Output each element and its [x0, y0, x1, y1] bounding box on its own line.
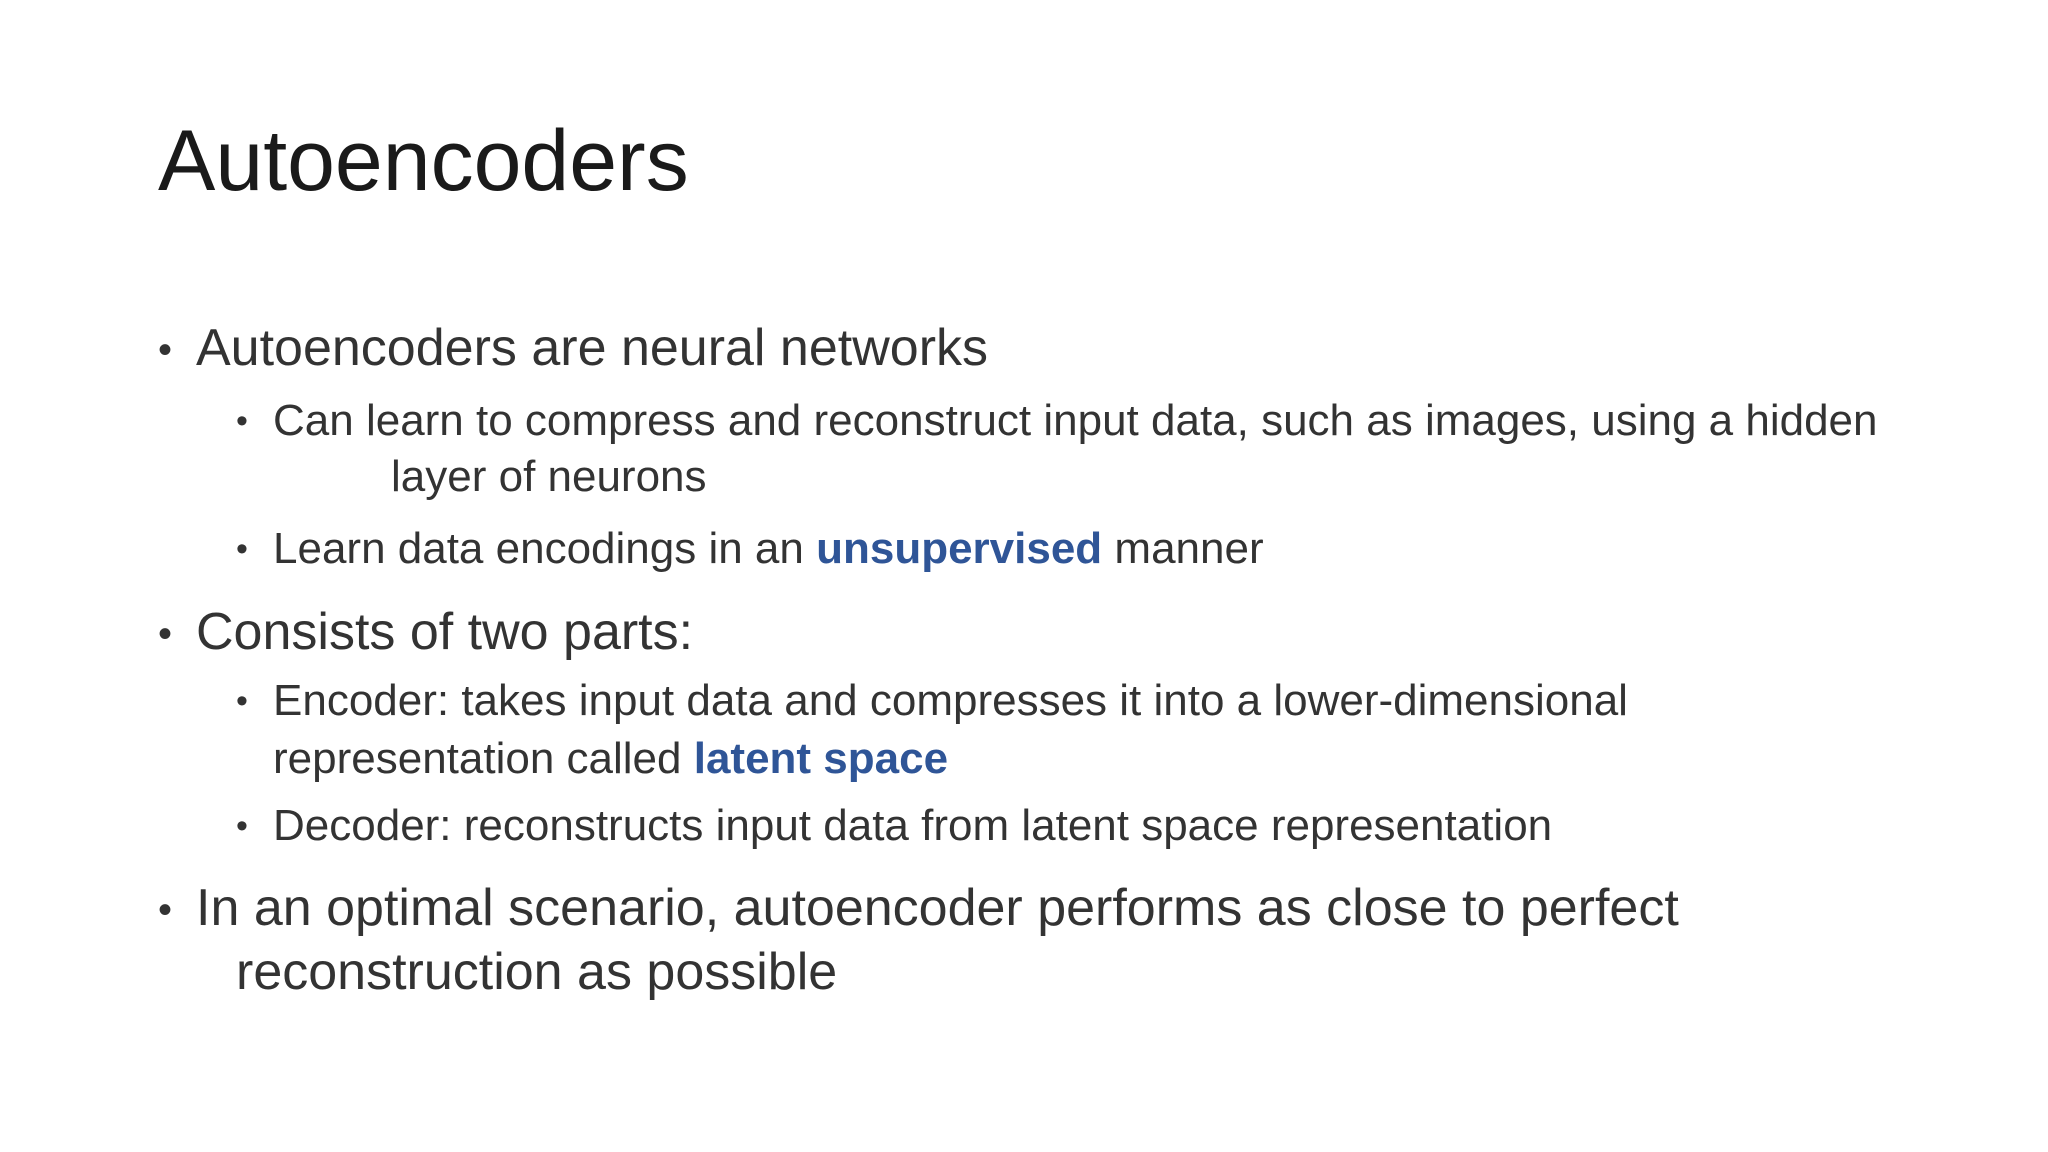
bullet-1-sub-1-line-1: Can learn to compress and reconstruct in…: [273, 396, 1878, 445]
bullet-icon: •: [158, 888, 173, 932]
bullet-icon: •: [236, 530, 248, 568]
bullet-1-text: Autoencoders are neural networks: [196, 319, 989, 377]
bullet-icon: •: [236, 402, 248, 440]
slide-title: Autoencoders: [158, 113, 689, 209]
bullet-icon: •: [158, 328, 173, 372]
bullet-icon: •: [158, 612, 173, 656]
bullet-2-sub-1-line-2-pre: representation called: [273, 734, 694, 783]
bullet-2-sub-1-line-2: representation called latent space: [273, 737, 948, 781]
bullet-2-text: Consists of two parts:: [196, 603, 694, 661]
emphasis-latent-space: latent space: [693, 734, 949, 783]
bullet-3-line-1: In an optimal scenario, autoencoder perf…: [196, 879, 1679, 937]
bullet-1-sub-2: Learn data encodings in an unsupervised …: [273, 527, 1264, 571]
bullet-1-sub-1-line-2: layer of neurons: [391, 452, 707, 501]
bullet-2-sub-2: Decoder: reconstructs input data from la…: [273, 801, 1553, 850]
bullet-icon: •: [236, 807, 248, 845]
bullet-3-line-2: reconstruction as possible: [236, 943, 838, 1001]
bullet-1-sub-2-pre: Learn data encodings in an: [273, 524, 817, 573]
bullet-2-sub-1-line-1: Encoder: takes input data and compresses…: [273, 676, 1628, 725]
emphasis-unsupervised: unsupervised: [816, 524, 1103, 573]
bullet-icon: •: [236, 682, 248, 720]
bullet-1-sub-2-post: manner: [1102, 524, 1264, 573]
